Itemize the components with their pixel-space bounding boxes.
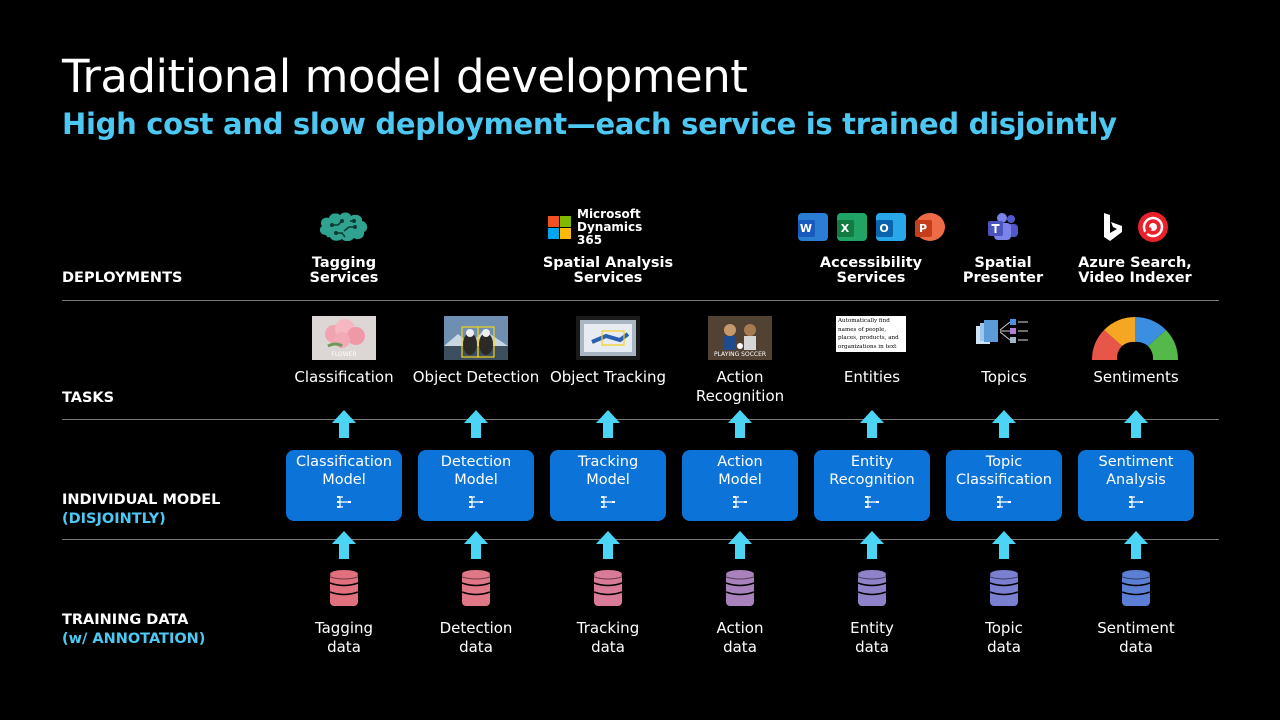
model-label: Tracking Model (577, 454, 639, 488)
model-flow-icon (469, 496, 483, 508)
database-icon (1121, 570, 1151, 606)
classification-thumbnail: FLOWER (312, 316, 376, 360)
database-icon (857, 570, 887, 606)
action-recognition-thumb-caption: PLAYING SOCCER (713, 351, 767, 358)
row-label-training-data: TRAINING DATA (w/ ANNOTATION) (62, 611, 205, 649)
arrow-data-to-model (464, 531, 488, 559)
arrow-data-to-model (1124, 531, 1148, 559)
deployment-accessibility-services: Accessibility Services (819, 255, 923, 286)
arrow-model-to-task (1124, 410, 1148, 438)
database-icon (725, 570, 755, 606)
row-label-individual-model: INDIVIDUAL MODEL (DISJOINTLY) (62, 491, 220, 529)
model-box-entity-recognition: Entity Recognition (814, 450, 930, 521)
row-label-tasks: TASKS (62, 389, 114, 408)
model-flow-icon (1129, 496, 1143, 508)
task-object-detection: Object Detection (412, 368, 540, 386)
task-object-tracking: Object Tracking (549, 368, 667, 386)
object-detection-thumbnail (444, 316, 508, 360)
bing-icon (1104, 213, 1122, 241)
office-apps-icons: W X O P (792, 208, 950, 246)
object-tracking-thumbnail (576, 316, 640, 360)
database-icon (593, 570, 623, 606)
microsoft-dynamics-logo: Microsoft Dynamics 365 (548, 206, 668, 247)
row-label-training-data-text: TRAINING DATA (62, 612, 189, 628)
arrow-model-to-task (860, 410, 884, 438)
model-flow-icon (733, 496, 747, 508)
database-icon (989, 570, 1019, 606)
arrow-model-to-task (596, 410, 620, 438)
microsoft-logo-icon (548, 215, 571, 239)
divider-models (62, 539, 1219, 540)
deployment-spatial-analysis-services: Spatial Analysis Services (542, 255, 674, 286)
row-label-individual-model-text: INDIVIDUAL MODEL (62, 492, 221, 508)
entities-thumbnail: Automatically find names of people, plac… (836, 316, 906, 360)
task-sentiments: Sentiments (1093, 368, 1179, 386)
classification-thumb-caption: FLOWER (331, 351, 357, 358)
divider-tasks (62, 419, 1219, 420)
arrow-model-to-task (728, 410, 752, 438)
training-data-topic: Topic data (985, 619, 1023, 656)
row-label-training-data-sub: (w/ ANNOTATION) (62, 631, 206, 647)
slide-subtitle: High cost and slow deployment—each servi… (62, 107, 1117, 141)
bing-video-indexer-icons (1100, 208, 1170, 246)
row-label-deployments: DEPLOYMENTS (62, 269, 182, 288)
sentiments-thumbnail (1090, 316, 1180, 360)
row-label-deployments-text: DEPLOYMENTS (62, 270, 183, 286)
task-classification: Classification (294, 368, 394, 386)
brain-icon (314, 208, 374, 246)
excel-icon: X (836, 213, 867, 241)
action-recognition-thumbnail: PLAYING SOCCER (708, 316, 772, 360)
microsoft-dynamics-text: Microsoft Dynamics 365 (577, 206, 643, 247)
model-box-action: Action Model (682, 450, 798, 521)
model-box-classification: Classification Model (286, 450, 402, 521)
word-icon: W (797, 213, 828, 241)
arrow-model-to-task (332, 410, 356, 438)
model-label: Sentiment Analysis (1098, 454, 1174, 488)
model-flow-icon (601, 496, 615, 508)
row-label-tasks-text: TASKS (62, 390, 115, 406)
training-data-tagging: Tagging data (314, 619, 374, 656)
task-topics: Topics (981, 368, 1027, 386)
outlook-icon: O (875, 213, 906, 241)
deployment-azure-search-video-indexer: Azure Search, Video Indexer (1078, 255, 1192, 286)
model-label: Action Model (717, 454, 763, 488)
row-label-individual-model-sub: (DISJOINTLY) (62, 511, 166, 527)
deployment-tagging-services: Tagging Services (309, 255, 379, 286)
model-flow-icon (865, 496, 879, 508)
training-data-entity: Entity data (850, 619, 894, 656)
arrow-model-to-task (992, 410, 1016, 438)
database-icon (329, 570, 359, 606)
arrow-data-to-model (332, 531, 356, 559)
training-data-detection: Detection data (439, 619, 513, 656)
training-data-tracking: Tracking data (576, 619, 640, 656)
model-box-sentiment-analysis: Sentiment Analysis (1078, 450, 1194, 521)
arrow-data-to-model (860, 531, 884, 559)
training-data-sentiment: Sentiment data (1097, 619, 1175, 656)
model-label: Entity Recognition (829, 454, 915, 488)
task-action-recognition: Action Recognition (695, 368, 785, 405)
model-box-tracking: Tracking Model (550, 450, 666, 521)
divider-deployments (62, 300, 1219, 301)
video-indexer-icon (1138, 212, 1168, 242)
model-label: Detection Model (440, 454, 512, 488)
task-entities: Entities (843, 368, 901, 386)
model-label: Classification Model (296, 454, 392, 488)
powerpoint-icon: P (914, 213, 945, 241)
database-icon (461, 570, 491, 606)
teams-icon (983, 208, 1023, 246)
arrow-data-to-model (596, 531, 620, 559)
model-label: Topic Classification (956, 454, 1052, 488)
model-box-detection: Detection Model (418, 450, 534, 521)
training-data-action: Action data (716, 619, 764, 656)
slide-title: Traditional model development (62, 50, 748, 103)
model-flow-icon (997, 496, 1011, 508)
deployment-spatial-presenter: Spatial Presenter (962, 255, 1044, 286)
arrow-model-to-task (464, 410, 488, 438)
entities-thumb-text: Automatically find names of people, plac… (836, 316, 906, 352)
arrow-data-to-model (728, 531, 752, 559)
arrow-data-to-model (992, 531, 1016, 559)
topics-thumbnail (972, 316, 1034, 360)
model-box-topic-classification: Topic Classification (946, 450, 1062, 521)
model-flow-icon (337, 496, 351, 508)
